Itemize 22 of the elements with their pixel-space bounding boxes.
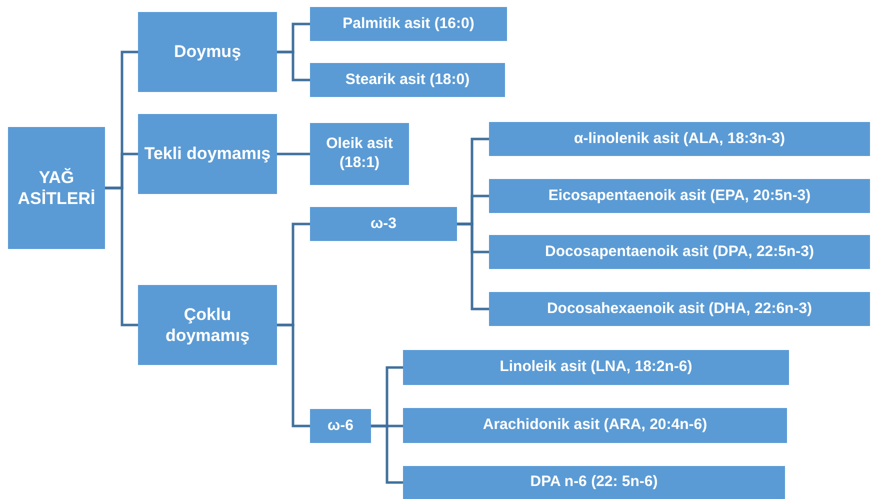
- connector-line: [277, 152, 310, 156]
- category-box: Palmitik asit (16:0): [310, 7, 507, 41]
- category-box: ω-6: [310, 409, 371, 443]
- category-box: DPA n-6 (22: 5n-6): [403, 466, 785, 499]
- connector-line: [277, 50, 310, 82]
- category-box: YAĞ ASİTLERİ: [8, 127, 105, 249]
- connector-line: [457, 222, 489, 310]
- category-box: Eicosapentaenoik asit (EPA, 20:5n-3): [489, 179, 870, 213]
- category-box: Linoleik asit (LNA, 18:2n-6): [403, 350, 789, 385]
- category-box: Docosahexaenoik asit (DHA, 22:6n-3): [489, 292, 870, 326]
- category-box: Docosapentaenoik asit (DPA, 22:5n-3): [489, 235, 870, 269]
- category-box: Doymuş: [138, 12, 277, 92]
- category-box: Stearik asit (18:0): [310, 63, 505, 97]
- category-box: Çoklu doymamış: [138, 285, 277, 365]
- category-box: Tekli doymamış: [138, 114, 277, 194]
- connector-line: [105, 186, 138, 326]
- category-box: Arachidonik asit (ARA, 20:4n-6): [403, 408, 787, 443]
- category-box: α-linolenik asit (ALA, 18:3n-3): [489, 122, 870, 156]
- category-box: ω-3: [310, 207, 457, 241]
- connector-line: [371, 424, 403, 484]
- category-box: Oleik asit (18:1): [310, 123, 409, 185]
- connector-line: [277, 324, 310, 428]
